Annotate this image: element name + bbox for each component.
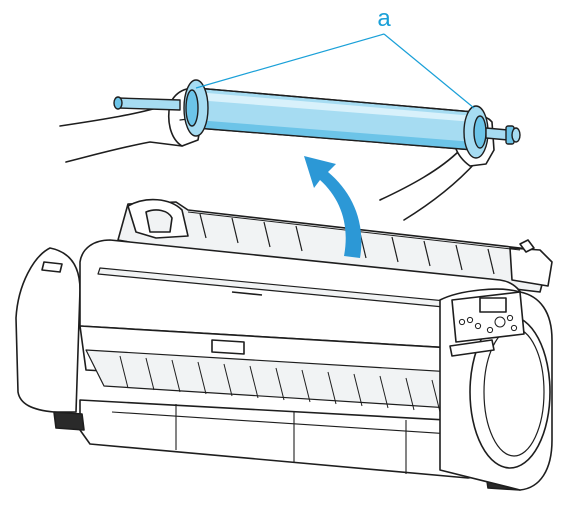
callout-leader-left	[195, 33, 385, 89]
left-side-panel	[15, 247, 81, 413]
callout-a: a	[195, 5, 475, 109]
callout-label: a	[377, 5, 391, 32]
right-roll-holder-slot	[509, 247, 553, 287]
callout-leader-right	[383, 33, 475, 109]
control-panel-display	[479, 297, 507, 313]
holder-ribs	[187, 211, 521, 275]
lift-arrow	[304, 156, 362, 258]
roll-holder-shaft-left	[117, 97, 181, 111]
roll-holder-shaft-right	[485, 127, 509, 141]
printer	[15, 198, 553, 491]
roll-holder	[113, 79, 521, 159]
left-foot	[53, 411, 85, 431]
control-panel-buttons	[458, 314, 518, 334]
